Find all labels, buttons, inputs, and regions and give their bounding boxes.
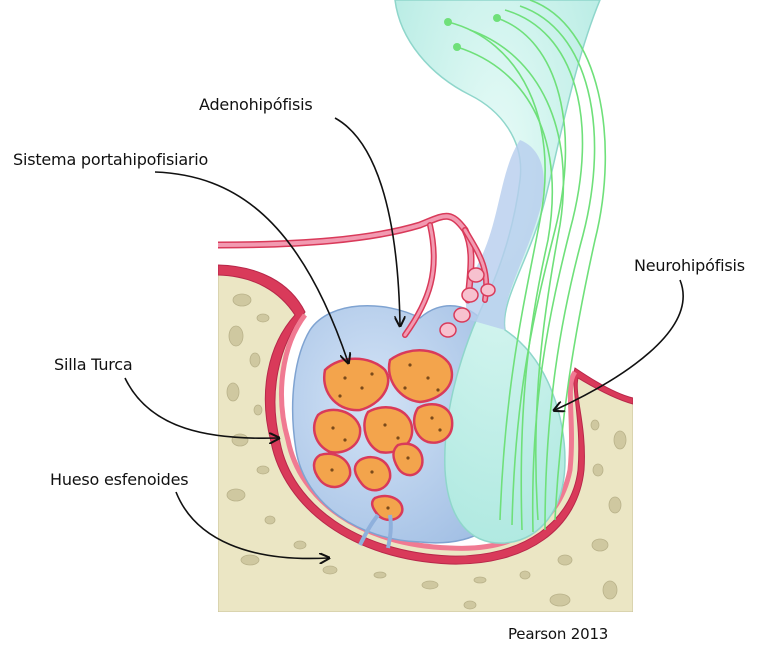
label-sistema-portahipofisiario: Sistema portahipofisiario (13, 150, 208, 169)
label-neurohipofisis: Neurohipófisis (634, 256, 745, 275)
anatomy-illustration (218, 0, 633, 612)
credit-text: Pearson 2013 (508, 625, 608, 643)
label-adenohipofisis: Adenohipófisis (199, 95, 313, 114)
arrow-adenohipofisis (335, 118, 400, 325)
label-hueso-esfenoides: Hueso esfenoides (50, 470, 188, 489)
label-silla-turca: Silla Turca (54, 355, 133, 374)
